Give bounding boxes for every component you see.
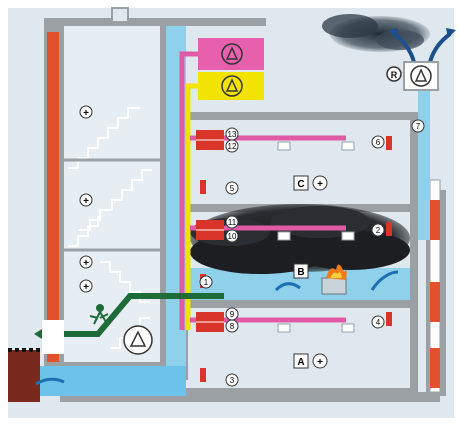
svg-text:B: B [297,267,304,278]
exhaust-fan-label: R [391,70,398,80]
zone-c-label: C + [293,175,328,191]
damper-5-label: 5 [230,184,235,193]
ground [8,348,40,402]
numbered-damper-callouts: 1 2 3 4 5 6 7 8 9 10 11 12 13 [199,119,425,387]
damper-13-label: 13 [228,130,237,139]
stair-pressure-markers: + + + + [79,105,93,293]
zone-b-label: B [293,263,309,279]
svg-text:A: A [297,357,304,368]
stair-pressurization-fan [123,325,153,355]
airflow-arrows [35,270,399,386]
fire-source [321,264,347,295]
fan-icon [225,78,239,92]
exhaust-arrows [388,28,456,63]
svg-text:+: + [83,108,89,119]
svg-text:+: + [83,196,89,207]
smoke-exhaust-fan: R [386,61,439,91]
svg-text:+: + [83,282,89,293]
fan-icon [225,46,239,60]
fan-icon [129,330,147,347]
damper-6-label: 6 [376,138,381,147]
damper-1-label: 1 [204,278,209,287]
damper-12-label: 12 [228,142,237,151]
damper-10-label: 10 [228,232,237,241]
svg-text:C: C [297,179,304,190]
svg-text:+: + [317,357,323,368]
damper-2-label: 2 [376,226,381,235]
zone-a-label: A + [293,353,328,369]
damper-11-label: 11 [228,218,237,227]
stairwell [64,26,160,362]
supply-fan-pink [198,38,264,70]
damper-banks [196,130,224,332]
damper-7-label: 7 [416,122,421,131]
damper-8-label: 8 [230,322,235,331]
damper-9-label: 9 [230,310,235,319]
damper-3-label: 3 [230,376,235,385]
svg-text:+: + [317,179,323,190]
svg-text:+: + [83,258,89,269]
person-icon [96,304,104,312]
fire-rated-stripes [47,32,441,393]
fan-icon [414,68,428,82]
damper-4-label: 4 [376,318,381,327]
supply-fan-yellow [198,72,264,100]
duct-diffusers [277,141,355,333]
smoke-cloud [190,204,410,274]
exit-door [42,320,64,354]
